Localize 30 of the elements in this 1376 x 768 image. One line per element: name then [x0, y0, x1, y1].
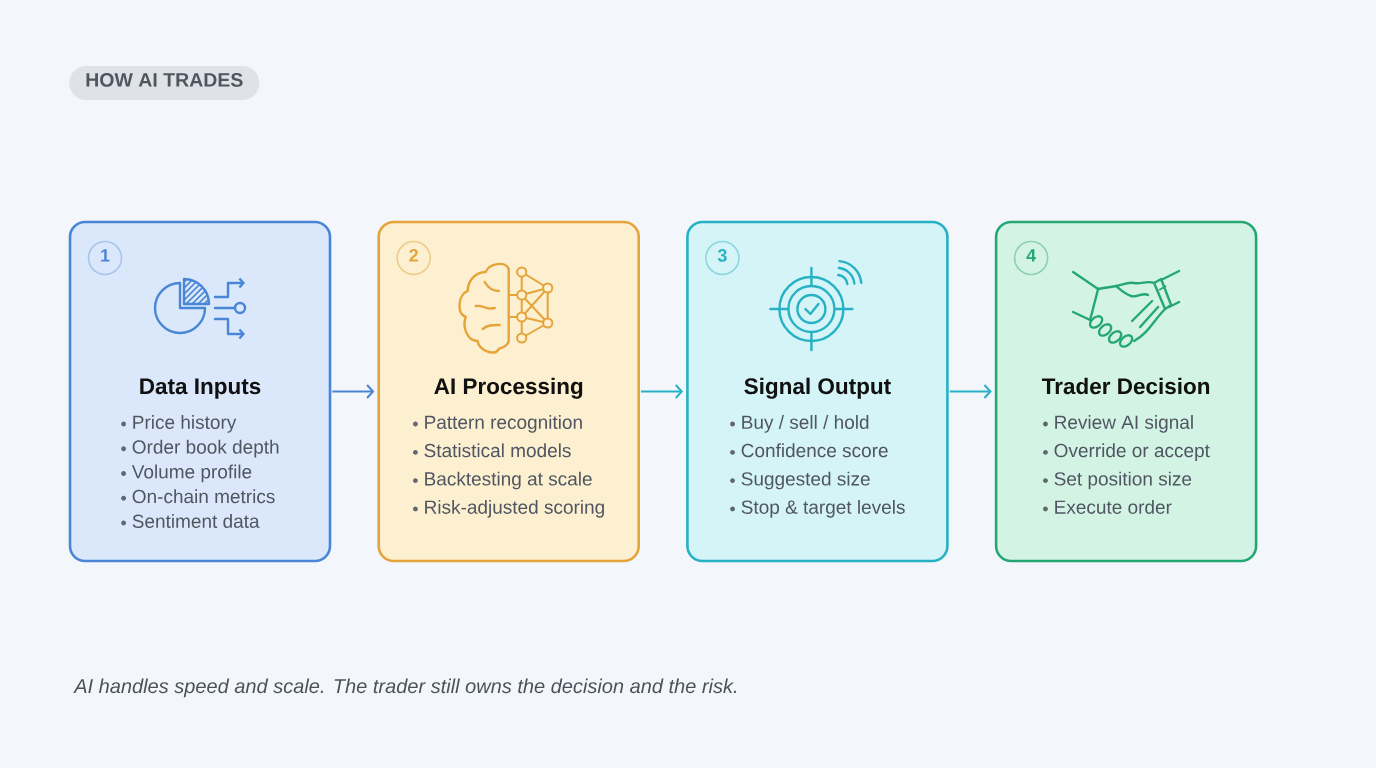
list-item: Statistical models: [413, 443, 571, 458]
list-item: Buy / sell / hold: [730, 415, 869, 433]
number-badge: 2: [396, 240, 431, 276]
title-pill: HOW AI TRADES: [69, 66, 260, 100]
caption: AI handles speed and scale. The trader still owns the decision and the risk.: [73, 678, 737, 698]
arrow: [948, 384, 992, 399]
list-item: Review AI signal: [1043, 415, 1193, 433]
list-item: Set position size: [1043, 471, 1192, 490]
list-item: On-chain metrics: [121, 489, 275, 504]
list-item: Pattern recognition: [413, 415, 582, 433]
list-item: Risk-adjusted scoring: [413, 499, 604, 518]
list-item: Sentiment data: [121, 514, 260, 528]
list-item: Override or accept: [1043, 443, 1210, 462]
list-item: Execute order: [1043, 499, 1172, 514]
list-item: Backtesting at scale: [413, 471, 592, 490]
arrow: [331, 384, 375, 399]
number-badge: 4: [1013, 240, 1049, 276]
number-badge: 3: [705, 240, 740, 276]
list-item: Order book depth: [121, 439, 279, 458]
list-item: Confidence score: [730, 443, 888, 458]
card-title: Signal Output: [744, 377, 891, 399]
card-title: AI Processing: [434, 377, 583, 399]
list-item: Volume profile: [121, 464, 252, 483]
card-title: Data Inputs: [140, 378, 261, 399]
list-item: Suggested size: [730, 471, 870, 490]
card-title: Trader Decision: [1041, 377, 1210, 395]
list-item: Price history: [121, 415, 237, 433]
arrow: [640, 384, 684, 399]
list-item: Stop & target levels: [730, 499, 905, 518]
number-badge: 1: [87, 240, 123, 276]
